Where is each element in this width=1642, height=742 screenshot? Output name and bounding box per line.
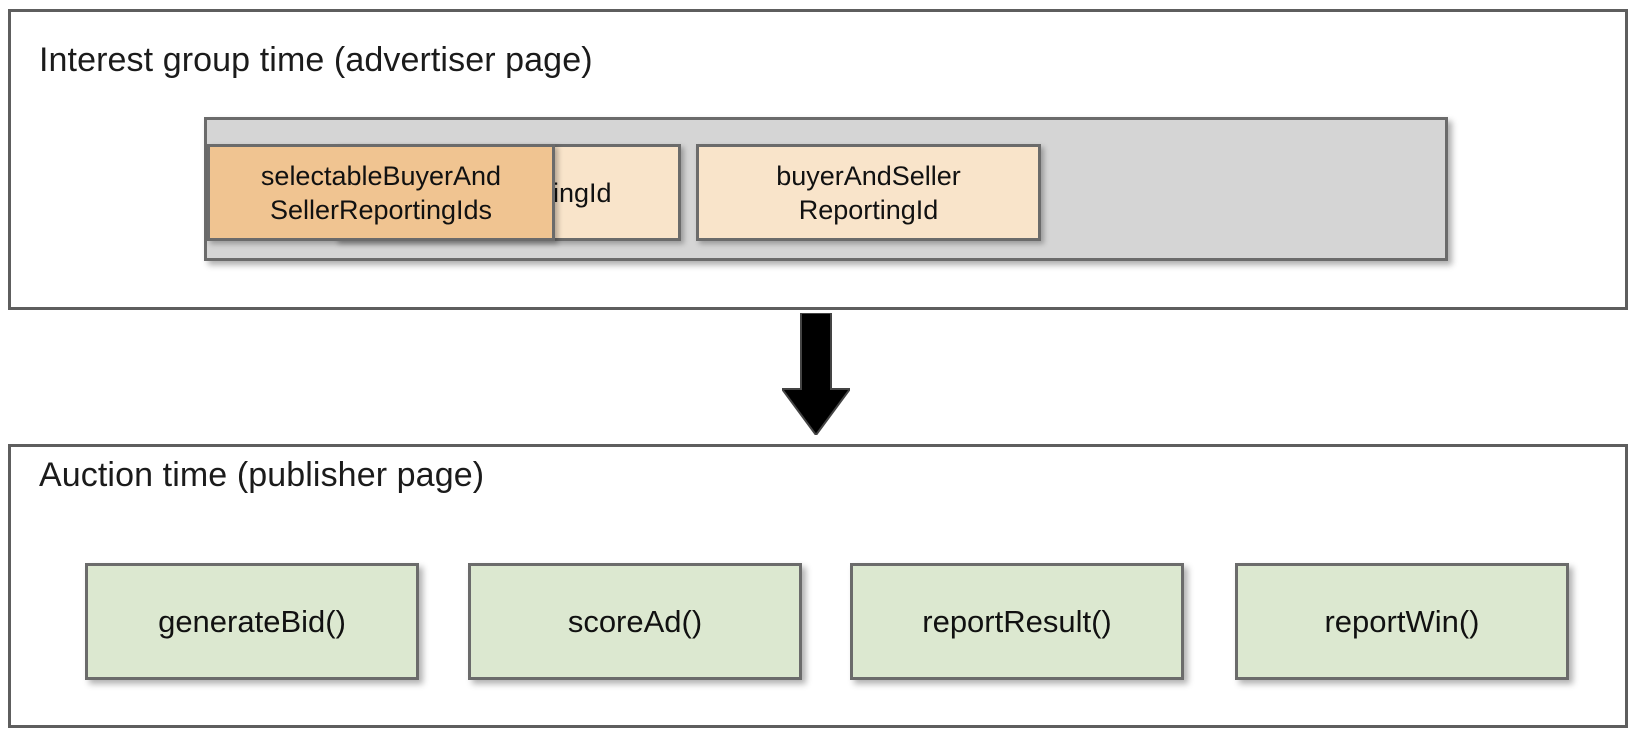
function-label: reportWin() — [1324, 603, 1480, 639]
ad-container: Ad buyerReportingId buyerAndSellerReport… — [204, 117, 1448, 261]
panel-title-auction-time: Auction time (publisher page) — [39, 456, 485, 494]
function-box-score-ad: scoreAd() — [468, 563, 802, 680]
function-label: scoreAd() — [567, 603, 703, 639]
panel-auction-time: Auction time (publisher page) generateBi… — [8, 444, 1628, 728]
function-box-generate-bid: generateBid() — [85, 563, 419, 680]
panel-title-interest-group-time: Interest group time (advertiser page) — [39, 41, 593, 79]
down-arrow-icon — [782, 313, 850, 435]
function-box-report-win: reportWin() — [1235, 563, 1569, 680]
panel-interest-group-time: Interest group time (advertiser page) Ad… — [8, 9, 1628, 310]
function-label: reportResult() — [922, 603, 1112, 639]
function-box-report-result: reportResult() — [850, 563, 1184, 680]
function-label: generateBid() — [158, 603, 346, 639]
